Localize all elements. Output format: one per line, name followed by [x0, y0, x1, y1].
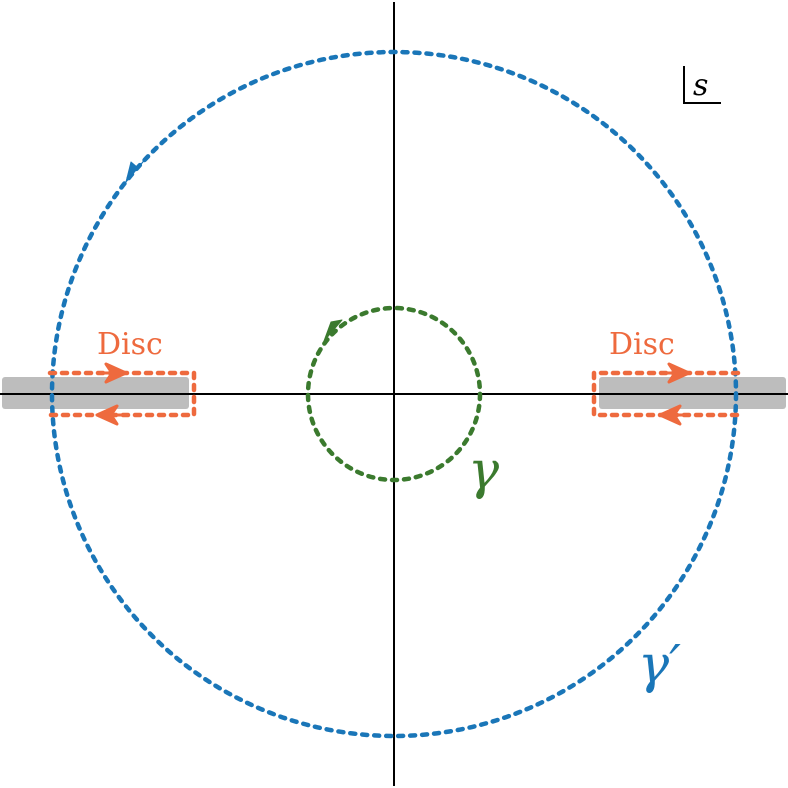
inner-contour-label: γ	[468, 441, 500, 501]
left-disc-label: Disc	[97, 327, 163, 362]
right-disc-contour	[591, 362, 741, 426]
right-disc-upper-arrow	[660, 362, 691, 384]
right-disc-label: Disc	[609, 327, 675, 362]
outer-contour	[49, 49, 739, 739]
plane-variable-label: s	[693, 68, 708, 103]
outer-contour-arrow	[125, 156, 148, 183]
left-disc-contour	[47, 362, 197, 426]
outer-contour-label: γ′	[638, 635, 681, 695]
left-disc-lower-arrow	[95, 404, 126, 426]
inner-contour-arrow	[323, 319, 343, 342]
inner-contour	[305, 305, 483, 483]
left-disc-upper-arrow	[97, 362, 128, 384]
plane-indicator: s	[683, 66, 721, 104]
right-disc-lower-arrow	[658, 404, 689, 426]
